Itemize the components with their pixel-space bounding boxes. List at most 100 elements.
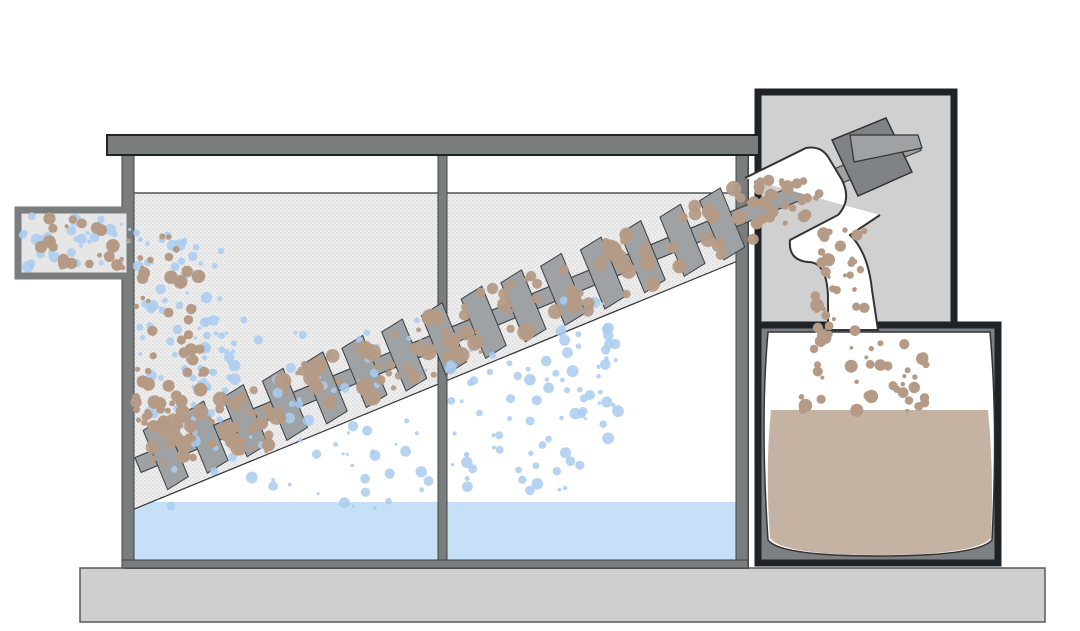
grit-particle bbox=[97, 252, 102, 258]
grit-particle bbox=[908, 381, 920, 394]
air-bubble bbox=[339, 383, 350, 393]
air-bubble bbox=[189, 374, 197, 382]
grit-particle bbox=[810, 291, 821, 301]
air-bubble bbox=[78, 243, 83, 248]
air-bubble bbox=[524, 373, 536, 386]
air-bubble bbox=[543, 382, 554, 394]
grit-particle bbox=[176, 335, 186, 345]
air-bubble bbox=[601, 396, 613, 408]
air-bubble bbox=[210, 467, 219, 476]
grit-particle bbox=[364, 344, 382, 362]
grit-particle bbox=[266, 402, 272, 408]
grit-particle bbox=[824, 321, 834, 331]
air-bubble bbox=[162, 297, 168, 304]
air-bubble bbox=[338, 497, 350, 508]
grit-particle bbox=[416, 372, 421, 377]
grit-particle bbox=[141, 419, 148, 426]
grit-particle bbox=[844, 359, 858, 373]
grit-particle bbox=[42, 235, 56, 249]
air-bubble bbox=[565, 456, 576, 467]
grit-particle bbox=[164, 252, 174, 262]
grit-particle bbox=[888, 381, 898, 391]
grit-particle bbox=[817, 248, 826, 256]
air-bubble bbox=[476, 409, 483, 417]
grit-particle bbox=[130, 396, 142, 408]
grit-particle bbox=[498, 288, 510, 300]
air-bubble bbox=[596, 373, 601, 379]
air-bubble bbox=[298, 330, 307, 340]
grit-particle bbox=[715, 250, 726, 260]
grit-particle bbox=[644, 276, 660, 292]
grit-particle bbox=[146, 298, 151, 304]
air-bubble bbox=[424, 368, 428, 373]
grit-particle bbox=[145, 440, 160, 454]
grit-particle bbox=[639, 253, 657, 271]
grit-particle bbox=[176, 449, 191, 463]
grit-particle bbox=[897, 387, 909, 398]
air-bubble bbox=[461, 456, 473, 469]
air-bubble bbox=[86, 239, 92, 245]
air-bubble bbox=[557, 487, 562, 492]
air-bubble bbox=[612, 405, 624, 418]
air-bubble bbox=[208, 315, 219, 326]
air-bubble bbox=[145, 241, 150, 246]
air-bubble bbox=[406, 335, 412, 341]
air-bubble bbox=[137, 237, 143, 242]
air-bubble bbox=[133, 229, 141, 237]
air-bubble bbox=[577, 386, 583, 393]
air-bubble bbox=[360, 473, 370, 484]
grit-particle bbox=[814, 335, 827, 348]
grit-particle bbox=[747, 233, 759, 245]
air-bubble bbox=[538, 441, 547, 449]
grit-particle bbox=[576, 289, 584, 297]
grit-particle bbox=[187, 354, 199, 366]
grit-particle bbox=[229, 396, 245, 412]
grit-particle bbox=[163, 307, 174, 318]
discharge-chute bbox=[744, 146, 881, 331]
air-bubble bbox=[333, 442, 338, 447]
air-bubble bbox=[602, 432, 614, 445]
air-bubble bbox=[486, 368, 494, 376]
grit-particle bbox=[149, 352, 157, 360]
grit-particle bbox=[800, 209, 812, 221]
grit-particle bbox=[821, 310, 831, 320]
grit-particle bbox=[264, 449, 269, 454]
air-bubble bbox=[372, 506, 377, 511]
grit-particle bbox=[863, 391, 873, 400]
grit-particle bbox=[195, 344, 205, 355]
grit-particle bbox=[390, 385, 397, 391]
air-bubble bbox=[495, 431, 504, 440]
air-bubble bbox=[491, 433, 496, 438]
air-bubble bbox=[166, 337, 175, 346]
grit-particle bbox=[754, 185, 764, 196]
grit-particle bbox=[264, 430, 274, 440]
grit-particle bbox=[912, 374, 918, 380]
auger-flight bbox=[659, 203, 706, 277]
grit-particle bbox=[106, 239, 120, 253]
air-bubble bbox=[158, 306, 162, 310]
grit-particle bbox=[193, 382, 208, 397]
grit-particle bbox=[792, 180, 796, 185]
grit-particle bbox=[547, 304, 563, 320]
drive-motor bbox=[830, 117, 923, 197]
air-bubble bbox=[560, 377, 565, 383]
air-bubble bbox=[579, 394, 589, 403]
air-bubble bbox=[469, 376, 479, 385]
grit-particle bbox=[816, 257, 827, 268]
grit-particle bbox=[798, 394, 805, 400]
air-bubble bbox=[369, 450, 381, 461]
air-bubble bbox=[601, 324, 612, 335]
air-bubble bbox=[541, 355, 552, 367]
grit-particle bbox=[134, 366, 141, 372]
air-bubble bbox=[531, 395, 542, 406]
grit-particle bbox=[309, 381, 323, 395]
grit-particle bbox=[809, 344, 819, 354]
grit-particle bbox=[558, 264, 569, 276]
grit-particle bbox=[813, 194, 820, 201]
air-bubble bbox=[400, 445, 411, 457]
grit-particle bbox=[638, 243, 652, 257]
grit-particle bbox=[826, 228, 833, 236]
grit-particle bbox=[532, 278, 543, 289]
grit-particle bbox=[184, 419, 198, 434]
grit-particle bbox=[464, 331, 471, 337]
